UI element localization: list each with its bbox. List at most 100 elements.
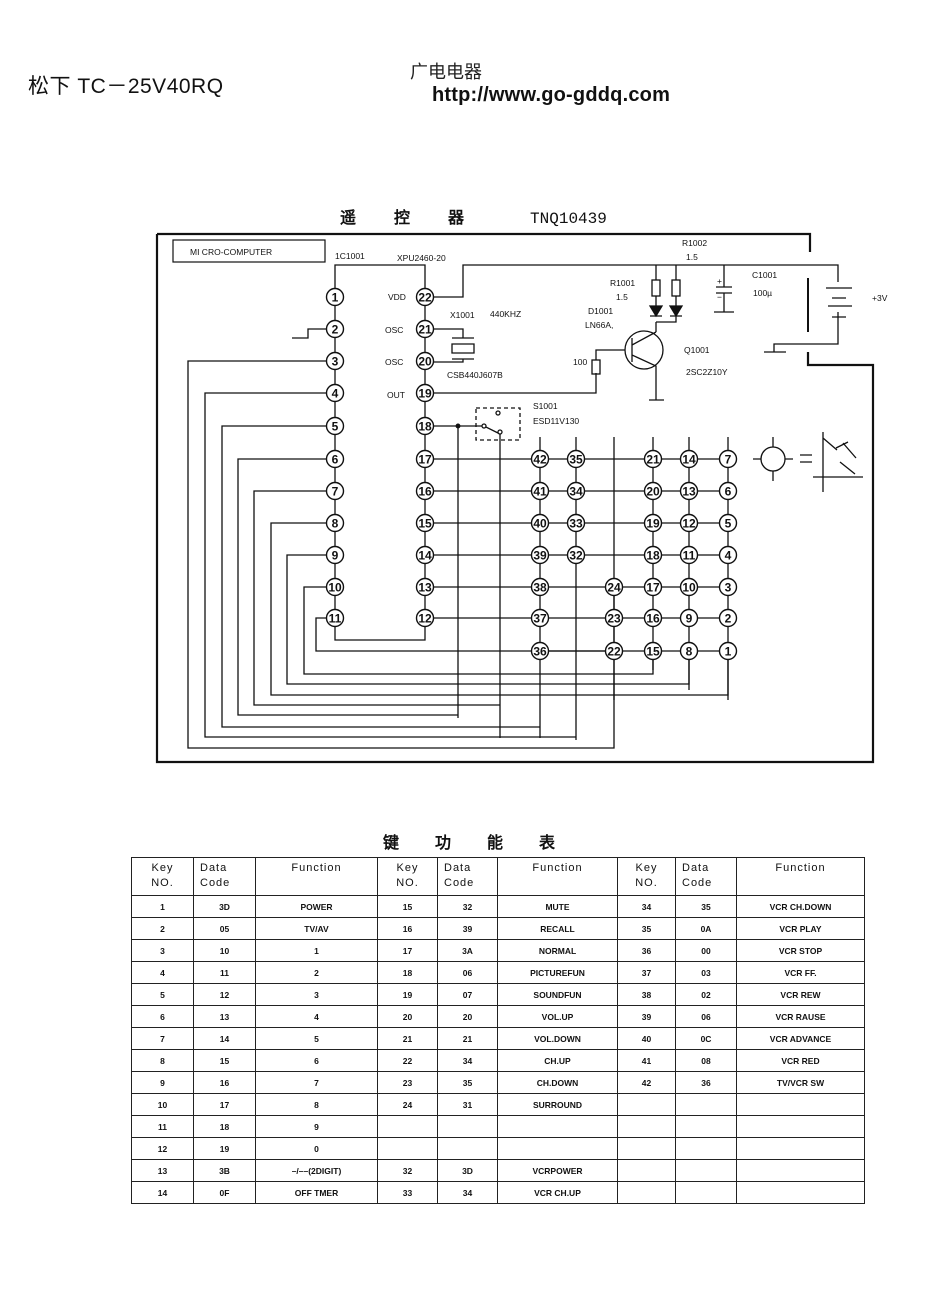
pin-number: 22 <box>607 645 621 659</box>
pin-number: 10 <box>328 581 342 595</box>
return-pin8 <box>270 522 729 696</box>
pin-number: 10 <box>682 581 696 595</box>
data-code-cell: 17 <box>193 1093 256 1116</box>
label-d1001: D1001 <box>588 306 613 316</box>
pin-circle <box>566 449 586 469</box>
key-no-cell: 2 <box>131 917 194 940</box>
ic-pin: 6 <box>325 449 345 469</box>
pin-number: 17 <box>646 581 660 595</box>
pin-number: 36 <box>533 645 547 659</box>
matrix-key: 37 <box>530 608 550 628</box>
function-cell: VCRPOWER <box>497 1159 618 1182</box>
pin-number: 11 <box>683 549 696 563</box>
matrix-key: 41 <box>530 481 550 501</box>
pin-circle <box>604 608 624 628</box>
header-text: Data <box>444 862 472 874</box>
data-code-cell: 19 <box>193 1137 256 1160</box>
pin-circle <box>415 513 435 533</box>
header-text: Code <box>444 877 475 889</box>
matrix-key: 24 <box>604 577 624 597</box>
pin-circle <box>679 513 699 533</box>
pin-circle <box>566 513 586 533</box>
pin-number: 13 <box>418 581 432 595</box>
data-code-cell: 3D <box>193 895 256 918</box>
label-c1001: C1001 <box>752 270 777 280</box>
pin-number: 16 <box>646 612 660 626</box>
function-cell: SURROUND <box>497 1093 618 1116</box>
matrix-key: 20 <box>643 481 663 501</box>
pin-circle <box>679 641 699 661</box>
label-crystal-part: CSB440J607B <box>447 370 503 380</box>
key-no-cell <box>377 1115 438 1138</box>
pin-number: 6 <box>332 453 339 467</box>
ic-pin: 4 <box>325 383 345 403</box>
pin-circle <box>325 351 345 371</box>
document-title: 松下 TC－25V40RQ <box>28 75 224 98</box>
pin-number: 32 <box>569 549 583 563</box>
pin-number: 4 <box>332 387 339 401</box>
ic-top-wire <box>334 264 426 297</box>
matrix-key: 2 <box>718 608 738 628</box>
key-no-cell <box>617 1181 676 1204</box>
matrix-key: 22 <box>604 641 624 661</box>
function-cell: –/––(2DIGIT) <box>255 1159 378 1182</box>
key-no-cell <box>617 1137 676 1160</box>
ic-pin: 2 <box>325 319 345 339</box>
pin-number: 6 <box>725 485 732 499</box>
pin-number: 40 <box>533 517 547 531</box>
pin-number: 8 <box>332 517 339 531</box>
label-out: OUT <box>387 390 405 400</box>
key-no-cell: 12 <box>131 1137 194 1160</box>
function-cell: VOL.UP <box>497 1005 618 1028</box>
data-code-cell: 20 <box>437 1005 498 1028</box>
pin-number: 12 <box>418 612 432 626</box>
pin-circle <box>415 577 435 597</box>
key-no-cell: 17 <box>377 939 438 962</box>
pin-number: 7 <box>332 485 339 499</box>
matrix-key: 15 <box>643 641 663 661</box>
key-no-cell: 24 <box>377 1093 438 1116</box>
key-no-cell: 5 <box>131 983 194 1006</box>
matrix-key: 40 <box>530 513 550 533</box>
key-no-cell <box>377 1137 438 1160</box>
function-cell: 0 <box>255 1137 378 1160</box>
key-no-cell: 7 <box>131 1027 194 1050</box>
junction-dot <box>455 423 461 429</box>
function-cell: VCR CH.UP <box>497 1181 618 1204</box>
ic-pin: 12 <box>415 608 435 628</box>
ic-pin: 3 <box>325 351 345 371</box>
pin-number: 23 <box>607 612 621 626</box>
key-no-cell: 6 <box>131 1005 194 1028</box>
data-code-cell: 18 <box>193 1115 256 1138</box>
table-title-char: 功 <box>435 835 452 852</box>
legend-key-symbol <box>760 446 786 472</box>
function-cell: 3 <box>255 983 378 1006</box>
pin-circle <box>325 513 345 533</box>
return-pin4 <box>204 392 576 738</box>
return-pin10 <box>303 586 654 675</box>
matrix-key: 13 <box>679 481 699 501</box>
pin-circle <box>415 351 435 371</box>
key-no-cell: 41 <box>617 1049 676 1072</box>
pin-circle <box>718 449 738 469</box>
return-pin5 <box>221 425 540 728</box>
capacitor-c1001 <box>714 265 734 313</box>
label-crystal-freq: 440KHZ <box>490 309 521 319</box>
label-supply-voltage: +3V <box>872 293 888 303</box>
micro-computer-box <box>172 239 326 263</box>
pin-circle <box>415 545 435 565</box>
pin-circle <box>325 383 345 403</box>
header-text: NO. <box>396 877 419 889</box>
pin-number: 37 <box>533 612 547 626</box>
pin-circle <box>325 319 345 339</box>
ground-pin2 <box>292 328 335 339</box>
pin-circle <box>415 287 435 307</box>
pin-number: 20 <box>418 355 432 369</box>
